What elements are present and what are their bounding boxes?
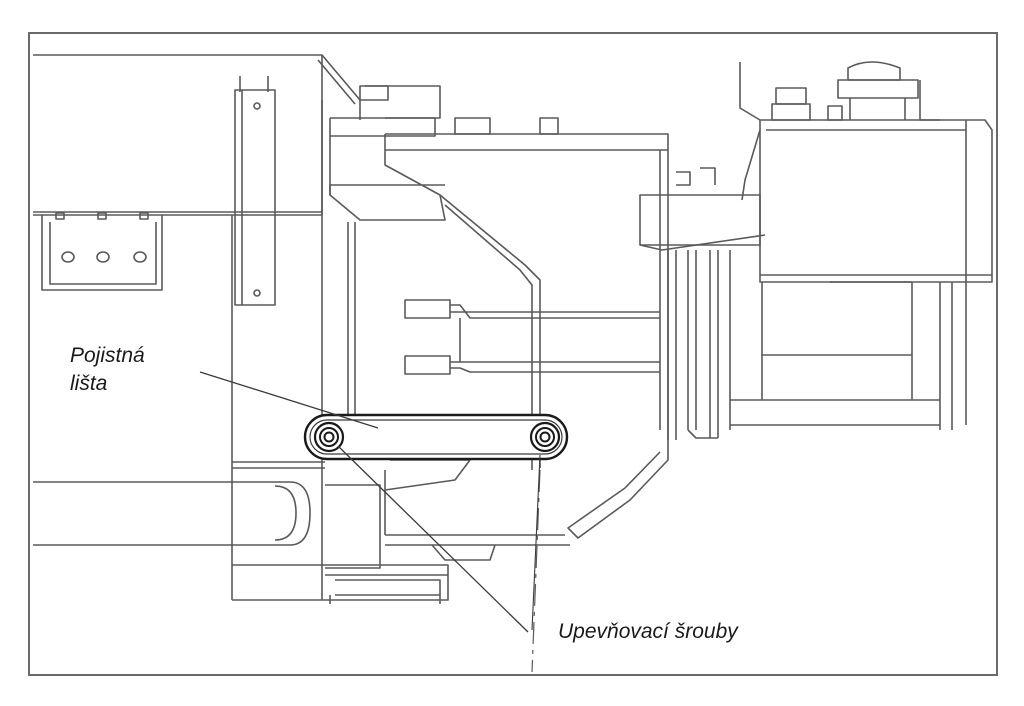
label-locking-bar-line1: Pojistná [70, 344, 145, 367]
drawing-frame [28, 32, 998, 676]
machine-outline [33, 54, 993, 673]
label-locking-bar: Pojistná lišta [70, 342, 145, 398]
leader-line-fixing-screws [337, 445, 529, 633]
fixing-screw-right [529, 421, 561, 453]
fixing-screw-left [313, 421, 345, 453]
label-locking-bar-line2: lišta [70, 372, 108, 395]
label-fixing-screws: Upevňovací šrouby [558, 620, 738, 643]
leader-line-fixing-screws-right [531, 454, 541, 631]
leader-line-locking-bar [199, 371, 379, 429]
